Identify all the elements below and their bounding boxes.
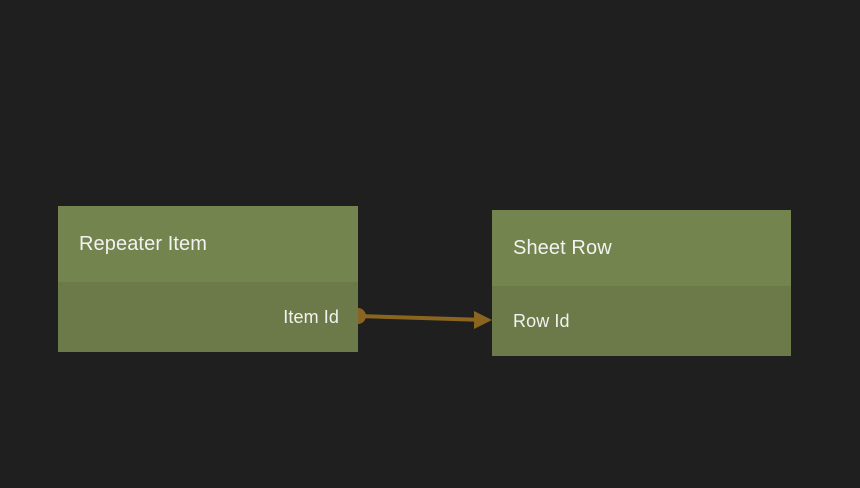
edge-item-id-to-row-id — [350, 308, 492, 329]
node-sheet-row-body: Row Id — [492, 286, 791, 356]
field-label-item-id: Item Id — [283, 306, 339, 327]
node-sheet-row[interactable]: Sheet Row Row Id — [492, 210, 791, 356]
edge-arrowhead-icon — [474, 311, 492, 329]
node-sheet-row-header[interactable]: Sheet Row — [492, 210, 791, 286]
field-label-row-id: Row Id — [513, 310, 570, 331]
edge-line — [357, 314, 487, 322]
node-repeater-item-body: Item Id — [58, 282, 358, 352]
field-row-row-id[interactable]: Row Id — [513, 286, 791, 356]
field-row-item-id[interactable]: Item Id — [58, 282, 339, 352]
node-repeater-item-header[interactable]: Repeater Item — [58, 206, 358, 282]
node-repeater-item-title: Repeater Item — [79, 232, 208, 255]
node-repeater-item[interactable]: Repeater Item Item Id — [58, 206, 358, 352]
node-sheet-row-title: Sheet Row — [513, 236, 612, 259]
